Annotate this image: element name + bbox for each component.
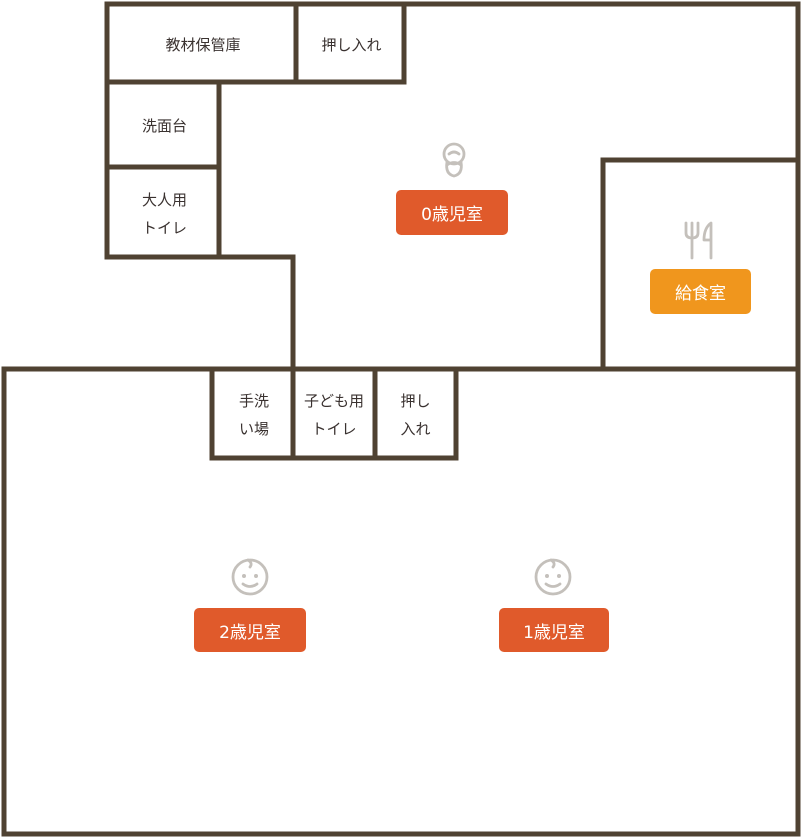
swaddled-baby-icon — [439, 140, 469, 178]
kitchen-badge: 給食室 — [650, 269, 751, 314]
room-0-wall — [104, 254, 296, 372]
kitchen-wall — [600, 157, 801, 372]
closet-top-label: 押し入れ — [321, 35, 382, 54]
baby-face-icon — [533, 556, 573, 596]
baby-face-icon — [230, 556, 270, 596]
material-storage-label: 教材保管庫 — [165, 35, 241, 54]
fork-knife-icon — [683, 220, 717, 260]
utility-block-wall — [209, 366, 459, 461]
outer-wall-upper — [104, 1, 801, 372]
washbasin-label: 洗面台 — [141, 117, 187, 135]
outer-wall-lower — [1, 366, 801, 837]
room-2-badge: 2歳児室 — [194, 608, 306, 652]
kids-toilet-label: 子ども用 トイレ — [303, 392, 364, 438]
room-0-badge: 0歳児室 — [396, 190, 508, 235]
adult-toilet-label: 大人用 トイレ — [141, 190, 187, 237]
handwash-label: 手洗 い場 — [238, 392, 269, 438]
closet-bottom-label: 押し 入れ — [400, 392, 431, 438]
room-1-badge: 1歳児室 — [499, 608, 609, 652]
